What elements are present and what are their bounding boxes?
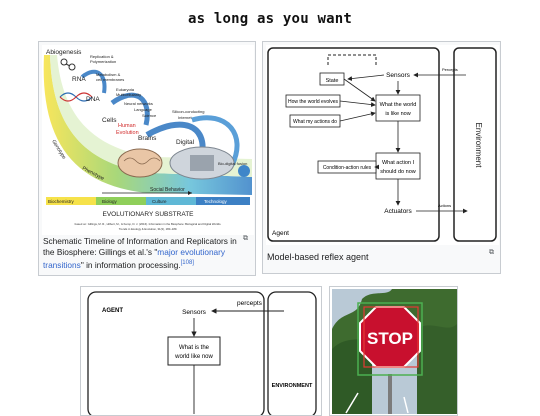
action-do-line-1: What action I bbox=[382, 160, 415, 166]
timeline-image[interactable]: Abiogenesis Replication & Polymerization… bbox=[42, 45, 254, 235]
condition-action-label: Condition-action rules bbox=[323, 165, 372, 171]
label-eukaryota: Eukaryota bbox=[116, 87, 135, 92]
label-brains: Brains bbox=[138, 135, 157, 142]
page-title: as long as you want bbox=[188, 11, 352, 27]
label-rna: RNA bbox=[72, 76, 86, 83]
caption-timeline: Schematic Timeline of Information and Re… bbox=[43, 236, 239, 271]
environment-label: Environment bbox=[474, 123, 483, 169]
label-social-behavior: Social Behavior bbox=[150, 187, 185, 193]
label-silicon: Silicon-conducting bbox=[172, 109, 204, 114]
action-do-line-2: should do now bbox=[380, 169, 415, 175]
simple-agent-diagram[interactable]: AGENT Sensors percepts What is the world… bbox=[84, 290, 320, 415]
label-human-evolution-1: Human bbox=[118, 123, 136, 129]
label-language: Language bbox=[134, 107, 153, 112]
citation-line-2: Trends in Ecology & Evolution, 31(3), 18… bbox=[119, 227, 178, 231]
caption-link-major-transitions[interactable]: major evolutionary transitions bbox=[43, 247, 226, 270]
stop-sign-photo[interactable]: STOP bbox=[332, 289, 457, 414]
world-now-line-1: What the world bbox=[380, 102, 417, 108]
environment-label: ENVIRONMENT bbox=[272, 383, 313, 389]
enlarge-icon[interactable]: ⧉ bbox=[489, 248, 494, 256]
actions-label: Actions bbox=[438, 203, 451, 208]
figure-card-stop-sign: STOP bbox=[329, 286, 458, 416]
label-dna: DNA bbox=[86, 96, 100, 103]
sensors-label: Sensors bbox=[182, 309, 207, 316]
caption-model-based-agent: Model-based reflex agent bbox=[267, 252, 369, 262]
caption-text-1: Schematic Timeline of Information and Re… bbox=[43, 236, 237, 257]
label-digital: Digital bbox=[176, 139, 195, 146]
label-replication: Replication & bbox=[90, 54, 114, 59]
stop-sign-text: STOP bbox=[367, 329, 413, 348]
label-bio-digital: Bio-digital fusion bbox=[218, 161, 247, 166]
state-label: State bbox=[326, 78, 339, 84]
world-now-line-2: world like now bbox=[174, 354, 213, 360]
model-based-agent-diagram[interactable]: Environment State How the world evolves … bbox=[266, 45, 499, 245]
substrate-technology: Technology bbox=[204, 199, 228, 204]
sensors-label: Sensors bbox=[386, 72, 411, 79]
agent-label: Agent bbox=[272, 230, 289, 237]
figure-card-simple-agent: AGENT Sensors percepts What is the world… bbox=[80, 286, 322, 416]
label-abiogenesis: Abiogenesis bbox=[46, 49, 82, 56]
label-metabolism: Metabolism & bbox=[96, 72, 121, 77]
world-now-line-2: is like now bbox=[385, 111, 410, 117]
caption-text-2: " in information processing. bbox=[80, 259, 181, 270]
citation-line-1: based on: Gillings, M. R., Hilbert, M., … bbox=[75, 222, 222, 226]
actions-do-label: What my actions do bbox=[293, 119, 337, 125]
label-cell-membranes: cell membranes bbox=[96, 77, 124, 82]
substrate-culture: Culture bbox=[152, 199, 167, 204]
substrate-biology: Biology bbox=[102, 199, 118, 204]
agent-label: AGENT bbox=[102, 308, 123, 314]
caption-ref[interactable]: [108] bbox=[180, 260, 194, 266]
label-neural-networks: Neural networks bbox=[124, 101, 153, 106]
world-now-line-1: What is the bbox=[179, 345, 210, 351]
label-internet: Internet bbox=[178, 115, 192, 120]
label-human-evolution-2: Evolution bbox=[116, 130, 139, 136]
percepts-label: Percepts bbox=[442, 67, 458, 72]
percepts-label: percepts bbox=[237, 300, 263, 307]
label-science: Science bbox=[142, 113, 157, 118]
label-multicellularity: Multicellularity bbox=[116, 92, 141, 97]
label-polymerization: Polymerization bbox=[90, 59, 116, 64]
figure-card-timeline: Abiogenesis Replication & Polymerization… bbox=[38, 41, 256, 276]
figure-card-model-based-agent: Environment State How the world evolves … bbox=[262, 41, 501, 274]
actuators-label: Actuators bbox=[384, 208, 412, 215]
substrate-title: EVOLUTIONARY SUBSTRATE bbox=[102, 211, 194, 218]
label-cells: Cells bbox=[102, 117, 117, 124]
world-evolves-label: How the world evolves bbox=[288, 99, 339, 105]
enlarge-icon[interactable]: ⧉ bbox=[243, 234, 248, 242]
substrate-biochemistry: Biochemistry bbox=[48, 199, 75, 204]
